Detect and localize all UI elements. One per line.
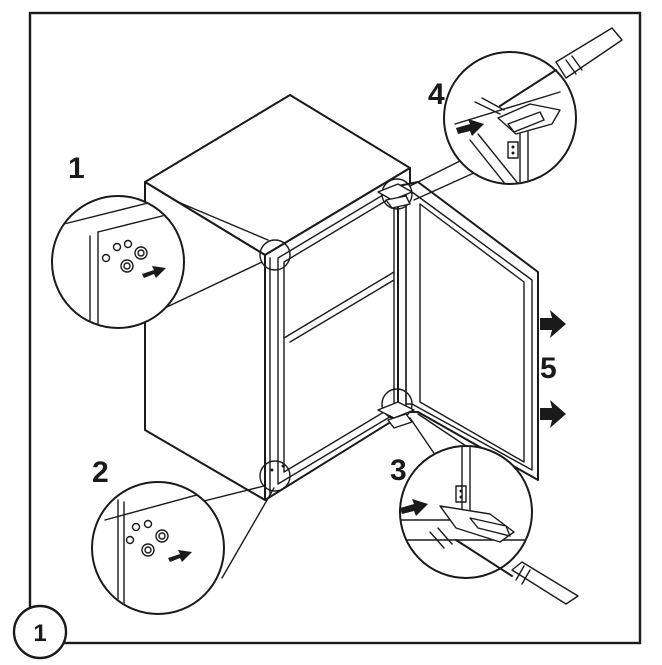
step-1-label: 1 [68, 152, 85, 185]
cabinet [144, 94, 411, 501]
push-arrow-icon [142, 266, 166, 278]
top-hinge [377, 183, 413, 209]
figure-number: 1 [33, 620, 46, 647]
top-left-marker [259, 239, 291, 271]
bottom-left-marker [259, 460, 291, 492]
step-4-label: 4 [428, 78, 445, 111]
step-2-label: 2 [92, 456, 109, 489]
push-arrow-icon [540, 400, 566, 428]
figure-frame [28, 11, 642, 645]
door [397, 181, 539, 481]
callout-4 [443, 51, 577, 185]
screwdriver-icon [499, 27, 623, 107]
screwdriver-icon [455, 539, 579, 605]
callout-1 [51, 195, 185, 329]
step-3-label: 3 [390, 454, 407, 487]
bottom-hinge [377, 401, 415, 429]
callout-3 [399, 445, 533, 579]
step-5-label: 5 [540, 352, 557, 385]
figure-number-badge: 1 [12, 604, 68, 660]
callout-2 [91, 481, 225, 615]
push-arrow-icon [540, 310, 566, 338]
